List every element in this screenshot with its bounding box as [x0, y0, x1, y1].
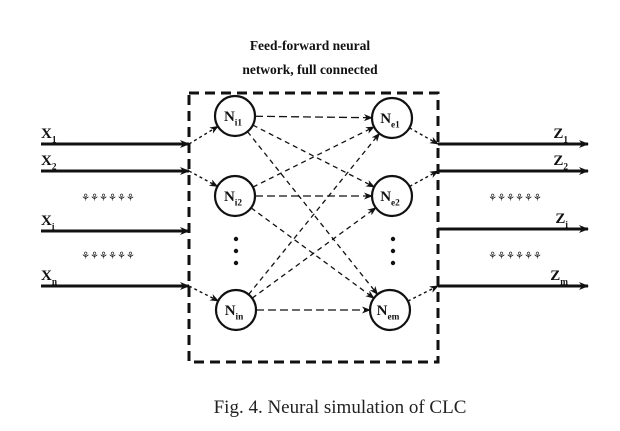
synapse-3-2 — [251, 207, 377, 299]
output-ellipsis-2: ⚘⚘⚘⚘⚘⚘ — [488, 251, 542, 262]
figure-caption: Fig. 4. Neural simulation of CLC — [214, 397, 467, 418]
output-label-zi: Zi — [555, 211, 568, 231]
input-neuron-i1 — [213, 94, 257, 138]
diagram-title-line2: network, full connected — [242, 62, 378, 77]
input-label-x2-base: X — [41, 153, 52, 169]
output-label-z1-base: Z — [553, 126, 563, 142]
output-neuron-label-em-subscript: em — [387, 313, 399, 323]
input-neuron-label-i1: Ni1 — [224, 109, 242, 129]
input-neuron-vertical-dots — [233, 236, 239, 266]
synapse-3-1 — [248, 132, 381, 295]
input-label-xn: Xn — [41, 268, 58, 288]
output-label-zm-subscript: m — [560, 278, 568, 288]
neuron-to-output-link-2 — [409, 170, 439, 188]
synapse-2-1 — [252, 126, 375, 188]
input-neuron-label-i2: Ni2 — [224, 189, 242, 209]
input-neuron-in — [214, 288, 258, 332]
output-label-zi-subscript: i — [565, 221, 568, 231]
output-neuron-e1 — [370, 96, 414, 140]
synapse-1-3 — [246, 131, 379, 296]
output-label-z2-base: Z — [553, 153, 563, 169]
output-neuron-label-e2: Ne2 — [380, 189, 400, 209]
output-neuron-label-e2-base: N — [380, 189, 391, 205]
input-neuron-i2 — [213, 174, 257, 218]
input-label-x1: X1 — [41, 126, 57, 146]
output-label-z2: Z2 — [553, 153, 568, 173]
input-label-xn-base: X — [41, 268, 52, 284]
synapse-2-3 — [250, 207, 375, 299]
input-label-x2-subscript: 2 — [52, 163, 57, 173]
output-label-z1-subscript: 1 — [563, 136, 568, 146]
input-neuron-label-in-base: N — [225, 303, 236, 319]
output-label-zi-base: Z — [555, 211, 565, 227]
input-label-xi-subscript: i — [52, 223, 55, 233]
input-ellipsis-2: ⚘⚘⚘⚘⚘⚘ — [81, 251, 135, 262]
output-neuron-em — [368, 288, 412, 332]
diagram-title-line1: Feed-forward neural — [250, 38, 371, 53]
input-label-xi-base: X — [41, 213, 52, 229]
output-label-zm-base: Z — [550, 268, 560, 284]
input-neuron-label-i2-subscript: i2 — [235, 199, 243, 209]
connections-group — [188, 114, 439, 314]
output-neuron-label-e1-base: N — [380, 111, 391, 127]
input-neuron-label-i1-subscript: i1 — [235, 119, 243, 129]
input-label-x2: X2 — [41, 153, 57, 173]
input-label-xn-subscript: n — [52, 278, 58, 288]
input-label-x1-subscript: 1 — [52, 136, 57, 146]
input-neuron-label-i1-base: N — [224, 109, 235, 125]
input-ellipsis-1: ⚘⚘⚘⚘⚘⚘ — [81, 193, 135, 204]
output-ellipsis-1: ⚘⚘⚘⚘⚘⚘ — [488, 193, 542, 204]
output-label-z2-subscript: 2 — [563, 163, 568, 173]
input-neuron-label-i2-base: N — [224, 189, 235, 205]
output-label-zm: Zm — [550, 268, 568, 288]
output-neuron-vertical-dots — [390, 236, 396, 266]
input-neuron-label-in: Nin — [225, 303, 244, 323]
output-neuron-e2 — [370, 174, 414, 218]
output-neuron-label-e1-subscript: e1 — [391, 121, 400, 131]
input-neuron-label-in-subscript: in — [236, 313, 245, 323]
output-label-z1: Z1 — [553, 126, 568, 146]
input-to-neuron-link-1 — [188, 125, 219, 145]
output-neuron-label-e1: Ne1 — [380, 111, 400, 131]
synapse-1-1 — [254, 114, 374, 122]
input-label-xi: Xi — [41, 213, 55, 233]
output-neuron-label-e2-subscript: e2 — [391, 199, 400, 209]
neuron-to-output-link-3 — [407, 285, 439, 302]
neuron-to-output-link-1 — [409, 127, 439, 145]
output-neuron-label-em-base: N — [377, 303, 388, 319]
input-to-neuron-link-3 — [188, 285, 220, 302]
output-neuron-label-em: Nem — [377, 303, 400, 323]
input-to-neuron-link-2 — [188, 170, 219, 188]
synapse-1-2 — [252, 124, 376, 188]
input-label-x1-base: X — [41, 126, 52, 142]
